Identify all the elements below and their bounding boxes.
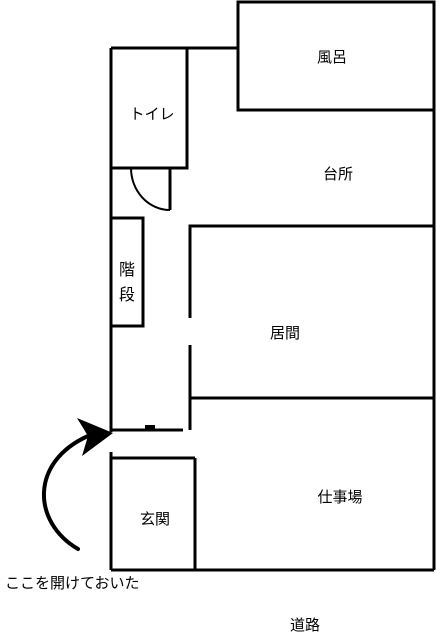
partition-jamb: [145, 425, 155, 430]
room-bath: [236, 0, 436, 112]
label-toilet: トイレ: [129, 105, 174, 123]
toilet-door: [131, 166, 172, 210]
stairs: [109, 216, 145, 328]
label-stairs-2: 段: [119, 285, 135, 304]
label-kitchen: 台所: [323, 165, 353, 183]
label-stairs-1: 階: [119, 260, 135, 279]
label-workplace: 仕事場: [317, 488, 362, 506]
label-road: 道路: [290, 616, 320, 634]
label-bath: 風呂: [317, 48, 347, 66]
arrow-head-icon: [77, 418, 113, 456]
annotation-opened-here: ここを開けておいた: [5, 574, 140, 592]
label-entrance: 玄関: [140, 510, 170, 528]
curved-arrow: [42, 434, 90, 551]
room-living: [188, 224, 434, 318]
toilet-door-swing: [130, 167, 171, 211]
label-living: 居間: [270, 324, 300, 342]
